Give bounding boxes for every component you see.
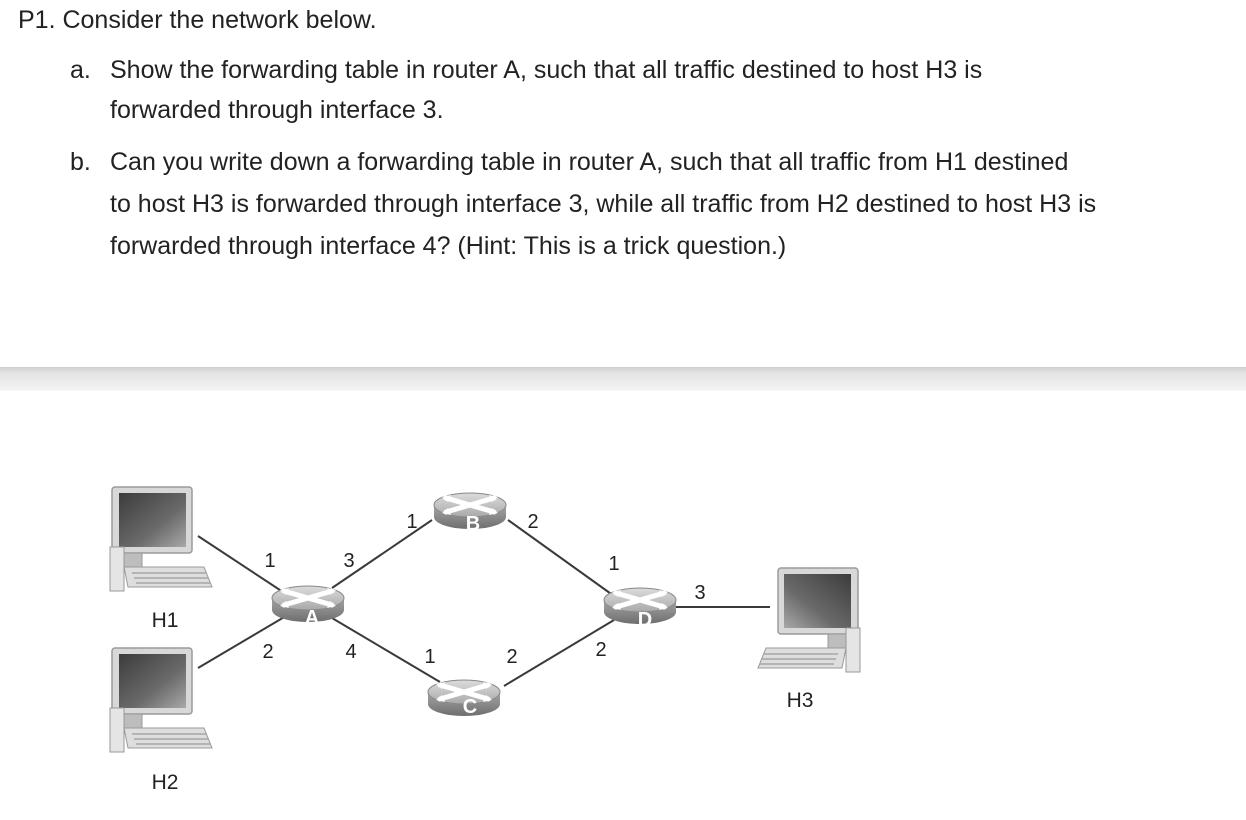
part-a-marker: a. — [70, 56, 91, 84]
router-a: A — [272, 586, 344, 629]
link-c-d — [503, 619, 615, 687]
link-b-d — [507, 519, 615, 597]
iface-a3: 3 — [343, 550, 354, 572]
part-a-text: Show the forwarding table in router A, s… — [110, 50, 1220, 130]
host-h2: H2 — [109, 647, 213, 794]
link-a-c — [331, 617, 441, 683]
part-b-line: Can you write down a forwarding table in… — [110, 148, 1069, 176]
iface-d2: 2 — [595, 639, 606, 661]
host-h1: H1 — [109, 486, 213, 632]
separator-band — [0, 367, 1246, 391]
router-c-label: C — [463, 696, 477, 718]
part-b-line: forwarded through interface 4? (Hint: Th… — [110, 232, 787, 260]
network-diagram: H1 H2 H3 A B C D 1 2 3 — [109, 486, 861, 794]
iface-b1: 1 — [406, 511, 417, 533]
router-b: B — [434, 493, 506, 535]
host-h1-label: H1 — [152, 609, 179, 632]
iface-c1: 1 — [424, 646, 435, 668]
interface-labels: 1 2 3 4 1 2 1 2 1 2 3 — [262, 511, 705, 668]
router-d-label: D — [638, 609, 652, 631]
link-h1-a — [197, 535, 287, 595]
problem-title: P1. Consider the network below. — [18, 6, 377, 34]
part-b-line: to host H3 is forwarded through interfac… — [110, 190, 1097, 218]
iface-d3: 3 — [694, 582, 705, 604]
host-h3: H3 — [757, 567, 861, 712]
iface-a2: 2 — [262, 641, 273, 663]
part-a-line: Show the forwarding table in router A, s… — [110, 56, 983, 84]
iface-c2: 2 — [506, 646, 517, 668]
router-a-label: A — [305, 607, 319, 629]
monitor-icon — [757, 567, 861, 673]
link-a-b — [331, 519, 433, 589]
iface-a4: 4 — [345, 641, 356, 663]
link-h2-a — [197, 615, 287, 669]
network-links — [197, 519, 770, 687]
iface-a1: 1 — [264, 550, 275, 572]
monitor-icon — [109, 486, 213, 592]
router-d: D — [604, 588, 676, 631]
router-c: C — [428, 680, 500, 718]
part-a-line: forwarded through interface 3. — [110, 96, 444, 124]
part-b-text: Can you write down a forwarding table in… — [110, 141, 1220, 267]
router-b-label: B — [466, 513, 480, 535]
iface-d1: 1 — [608, 553, 619, 575]
host-h2-label: H2 — [152, 771, 179, 794]
host-h3-label: H3 — [787, 689, 814, 712]
iface-b2: 2 — [527, 511, 538, 533]
part-b-marker: b. — [70, 148, 91, 176]
network-figure: H1 H2 H3 A B C D 1 2 3 — [0, 391, 1246, 820]
monitor-icon — [109, 647, 213, 753]
